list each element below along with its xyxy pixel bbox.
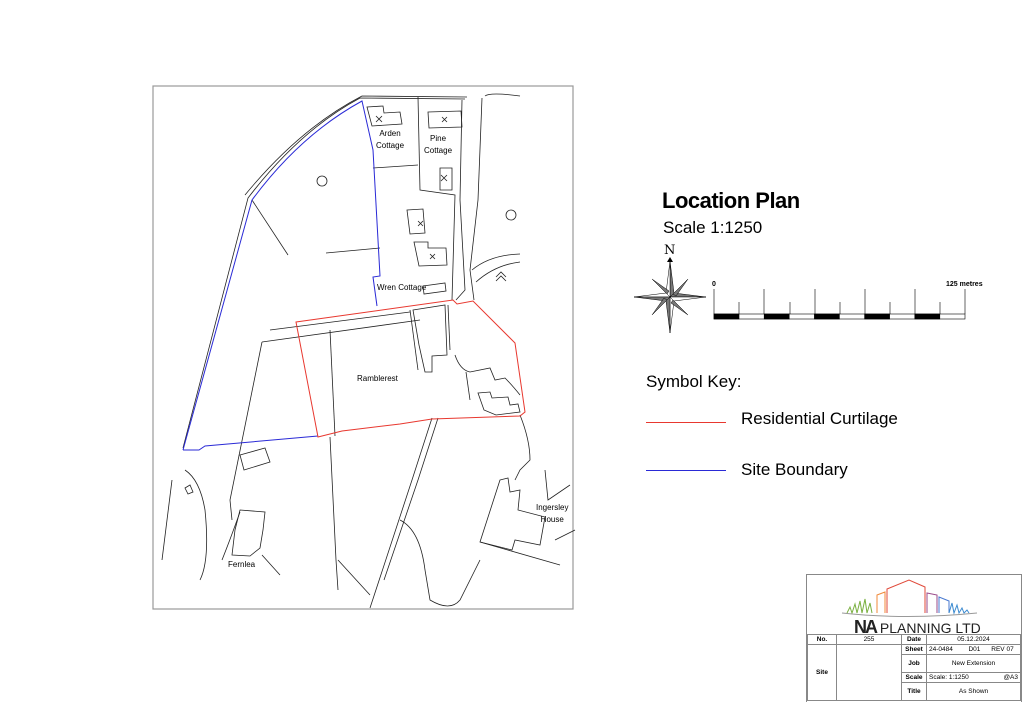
scale-bar-start: 0 (712, 281, 716, 288)
residential-curtilage-line (295, 299, 526, 438)
brand-mark: NA (854, 617, 878, 637)
sheet-drawing: D01 (963, 644, 985, 655)
scale-bar-segment (914, 313, 941, 320)
site-label: Site (807, 644, 837, 701)
scale-bar-segment (763, 313, 790, 320)
plan-title: Location Plan (662, 188, 800, 213)
no-label: No. (807, 634, 837, 645)
key-label-residential-curtilage: Residential Curtilage (741, 409, 898, 428)
building-arden-cottage (366, 105, 403, 127)
tree-icon (495, 271, 507, 282)
scale-bar-segment (814, 313, 840, 320)
map-frame (152, 85, 574, 610)
building (413, 241, 448, 267)
tree-icon (505, 209, 517, 221)
tree-icon (316, 175, 328, 187)
building (239, 447, 271, 471)
scale-bar-segment (713, 313, 740, 320)
scale-bar-segment (864, 313, 890, 320)
label-ramblerest: Ramblerest (357, 374, 398, 383)
key-label-site-boundary: Site Boundary (741, 460, 848, 479)
company-name: NA PLANNING LTD (854, 617, 981, 637)
symbol-key-heading: Symbol Key: (646, 372, 742, 391)
building-wren-cottage (422, 282, 447, 295)
road-edge (182, 97, 466, 449)
site-value (836, 644, 902, 701)
scale-label: Scale (901, 672, 927, 683)
north-arrow-icon (633, 257, 707, 334)
building-fernlea (231, 509, 266, 557)
title-value: As Shown (926, 682, 1021, 701)
scale-bar-end: 125 metres (946, 281, 983, 288)
sheet-rev: REV 07 (984, 644, 1021, 655)
date-label: Date (901, 634, 927, 645)
label-wren-cottage: Wren Cottage (377, 283, 427, 292)
scale-value: Scale: 1:1250 (925, 672, 985, 683)
building-ramblerest (412, 304, 448, 373)
building-ingersley-house (479, 477, 546, 551)
key-swatch-residential-curtilage (646, 422, 726, 423)
building-pine-cottage (427, 110, 463, 129)
job-label: Job (901, 654, 927, 673)
scale-bar (713, 289, 966, 320)
title-block-table: No. 255 Date 05.12.2024 Site Sheet 24-04… (807, 634, 1021, 701)
company-logo (841, 579, 978, 617)
label-fernlea: Fernlea (228, 560, 256, 569)
key-swatch-site-boundary (646, 470, 726, 471)
site-boundary-line (182, 100, 381, 451)
no-value: 255 (836, 634, 902, 645)
sheet-ref: 24-0484 (925, 644, 964, 655)
building (477, 391, 521, 416)
job-value: New Extension (926, 654, 1021, 673)
paper-size: @A3 (984, 672, 1021, 683)
sheet-label: Sheet (901, 644, 927, 655)
building (406, 208, 426, 235)
title-block: NA PLANNING LTD No. 255 Date 05.12.2024 … (806, 574, 1022, 702)
date-value: 05.12.2024 (926, 634, 1021, 645)
title-label: Title (901, 682, 927, 701)
north-label: N (664, 243, 676, 258)
plan-scale: Scale 1:1250 (663, 218, 763, 237)
